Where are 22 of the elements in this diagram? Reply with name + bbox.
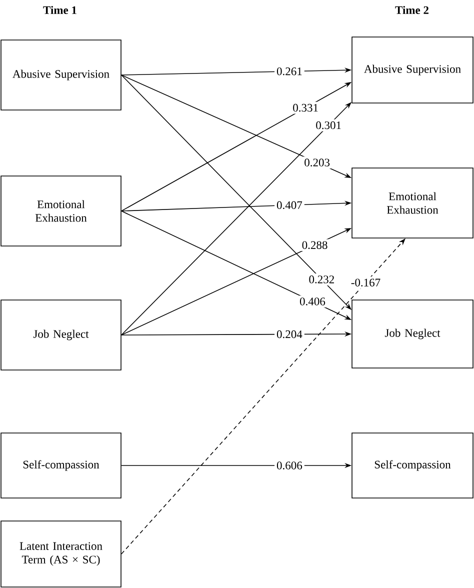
variable-box: Self-compassion bbox=[352, 432, 474, 498]
edge-label: 0.203 bbox=[302, 156, 332, 168]
edge-label: 0.301 bbox=[314, 119, 344, 132]
variable-box: Latent Interaction Term (AS × SC) bbox=[0, 520, 122, 588]
variable-box: Job Neglect bbox=[352, 300, 474, 368]
variable-box: Emotional Exhaustion bbox=[0, 176, 122, 246]
variable-box: Abusive Supervision bbox=[0, 40, 122, 110]
column-heading: Time 1 bbox=[43, 6, 76, 14]
variable-box: Job Neglect bbox=[0, 300, 122, 370]
variable-box: Abusive Supervision bbox=[352, 36, 474, 104]
edge-label: 0.261 bbox=[274, 65, 304, 78]
edge-label: 0.204 bbox=[274, 328, 304, 340]
column-heading: Time 2 bbox=[395, 6, 428, 14]
edge-label: 0.331 bbox=[290, 102, 320, 114]
edge-label: 0.407 bbox=[274, 199, 304, 212]
variable-box: Emotional Exhaustion bbox=[352, 168, 474, 238]
variable-box: Self-compassion bbox=[0, 432, 122, 498]
edge-label: 0.232 bbox=[306, 274, 337, 286]
edge-label: 0.288 bbox=[300, 239, 330, 252]
edge-label: 0.406 bbox=[298, 296, 328, 308]
edge-label: 0.606 bbox=[274, 460, 304, 472]
edge-label: -0.167 bbox=[348, 276, 383, 288]
